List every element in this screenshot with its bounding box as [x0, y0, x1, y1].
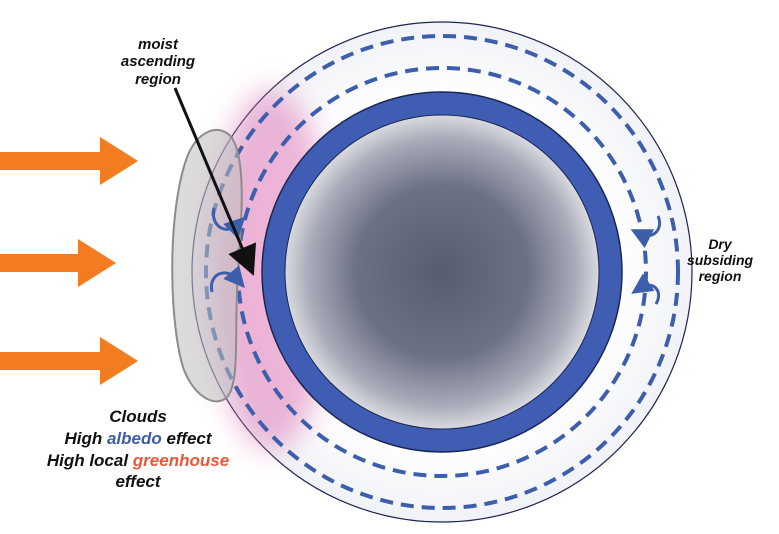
cloud-band — [171, 128, 243, 403]
sunlight-arrow-top — [0, 137, 138, 185]
dry-label-line: Dry — [708, 236, 732, 252]
albedo-effect-line: High albedo effect — [18, 428, 258, 450]
dry-subsiding-label: Dry subsiding region — [684, 236, 756, 284]
moist-label-line: moist — [137, 36, 178, 53]
moist-label-line: region — [135, 70, 181, 88]
dry-label-line: subsiding — [686, 252, 754, 269]
planet-core — [284, 114, 600, 430]
greenhouse-word: greenhouse — [132, 450, 230, 470]
curl-arrow-icon — [211, 207, 246, 239]
curl-arrow-icon — [630, 215, 661, 249]
effect-line: effect — [115, 472, 161, 492]
clouds-heading: Clouds — [109, 407, 167, 426]
greenhouse-effect-line: High local greenhouse — [18, 450, 258, 472]
sunlight-arrow-bottom — [0, 337, 138, 385]
day-side-eddies — [209, 207, 246, 293]
sunlight-arrow-middle — [0, 239, 116, 287]
albedo-suffix: effect — [161, 428, 212, 448]
dry-label-line: region — [698, 268, 742, 285]
moist-ascending-label: moist ascending region — [98, 36, 218, 88]
curl-arrow-icon — [209, 265, 245, 293]
curl-arrow-icon — [631, 273, 661, 305]
albedo-word: albedo — [106, 428, 162, 448]
clouds-effects-label: Clouds High albedo effect High local gre… — [18, 406, 258, 493]
greenhouse-prefix: High local — [46, 450, 133, 470]
albedo-prefix: High — [64, 428, 107, 448]
sunlight-arrows — [0, 137, 138, 385]
night-side-eddies — [630, 215, 661, 305]
moist-label-line: ascending — [120, 53, 196, 71]
moist-region-pointer — [173, 87, 257, 276]
